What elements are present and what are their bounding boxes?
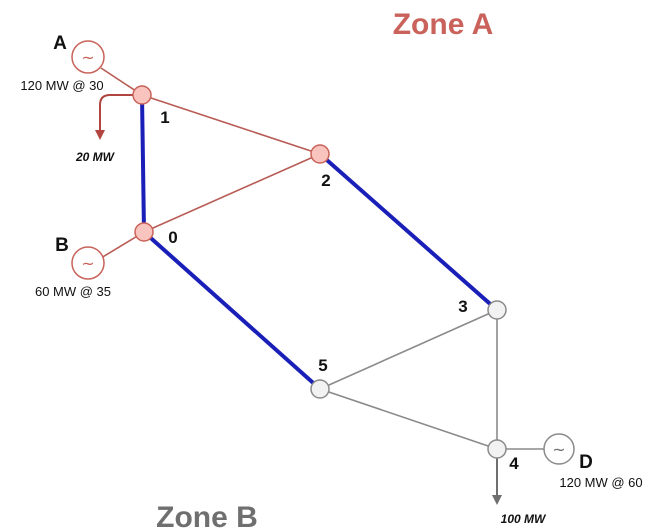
bus-label-5: 5 xyxy=(318,356,327,375)
bus-node-0[interactable] xyxy=(134,222,154,242)
generator-d-letter: D xyxy=(579,452,593,473)
generator-d-info: 120 MW @ 60 xyxy=(559,475,642,490)
bus-node-4[interactable] xyxy=(487,439,507,459)
bus-label-2: 2 xyxy=(321,171,330,190)
line-0-2 xyxy=(143,153,321,233)
bus-node-1[interactable] xyxy=(132,85,152,105)
generator-a: ~ A 120 MW @ 30 xyxy=(20,33,105,93)
generator-d-symbol xyxy=(543,433,575,465)
generator-d: ~ D 120 MW @ 60 xyxy=(543,433,643,490)
bus-label-3: 3 xyxy=(458,297,467,316)
line-5-3 xyxy=(319,309,498,390)
zone-a-label: Zone A xyxy=(393,8,494,41)
zone-b-label: Zone B xyxy=(156,501,258,530)
line-1-2 xyxy=(141,94,321,155)
bus-nodes xyxy=(132,85,507,459)
line-2-3-interface xyxy=(318,152,499,312)
bus-label-0: 0 xyxy=(168,228,177,247)
generator-b-wave-icon: ~ xyxy=(81,254,94,273)
transmission-lines xyxy=(140,94,499,450)
generator-d-wave-icon: ~ xyxy=(552,440,565,459)
generator-a-wave-icon: ~ xyxy=(81,48,94,67)
bus-node-3[interactable] xyxy=(487,300,507,320)
generator-b: ~ B 60 MW @ 35 xyxy=(35,235,111,299)
line-0-1-interface xyxy=(140,94,146,233)
line-0-5-interface xyxy=(142,230,322,391)
generator-b-info: 60 MW @ 35 xyxy=(35,284,111,299)
generator-b-letter: B xyxy=(55,235,69,256)
bus-node-2[interactable] xyxy=(310,144,330,164)
generator-a-info: 120 MW @ 30 xyxy=(20,78,103,93)
generator-b-symbol xyxy=(71,246,105,280)
load-label-bus-1: 20 MW xyxy=(75,150,116,164)
bus-label-1: 1 xyxy=(160,108,169,127)
generator-a-symbol xyxy=(71,40,105,74)
load-arrow-bus-1 xyxy=(95,94,142,140)
bus-label-4: 4 xyxy=(509,454,519,473)
bus-node-5[interactable] xyxy=(310,379,330,399)
line-5-4 xyxy=(319,388,498,450)
generator-a-letter: A xyxy=(53,33,67,54)
load-label-bus-4: 100 MW xyxy=(501,512,547,526)
